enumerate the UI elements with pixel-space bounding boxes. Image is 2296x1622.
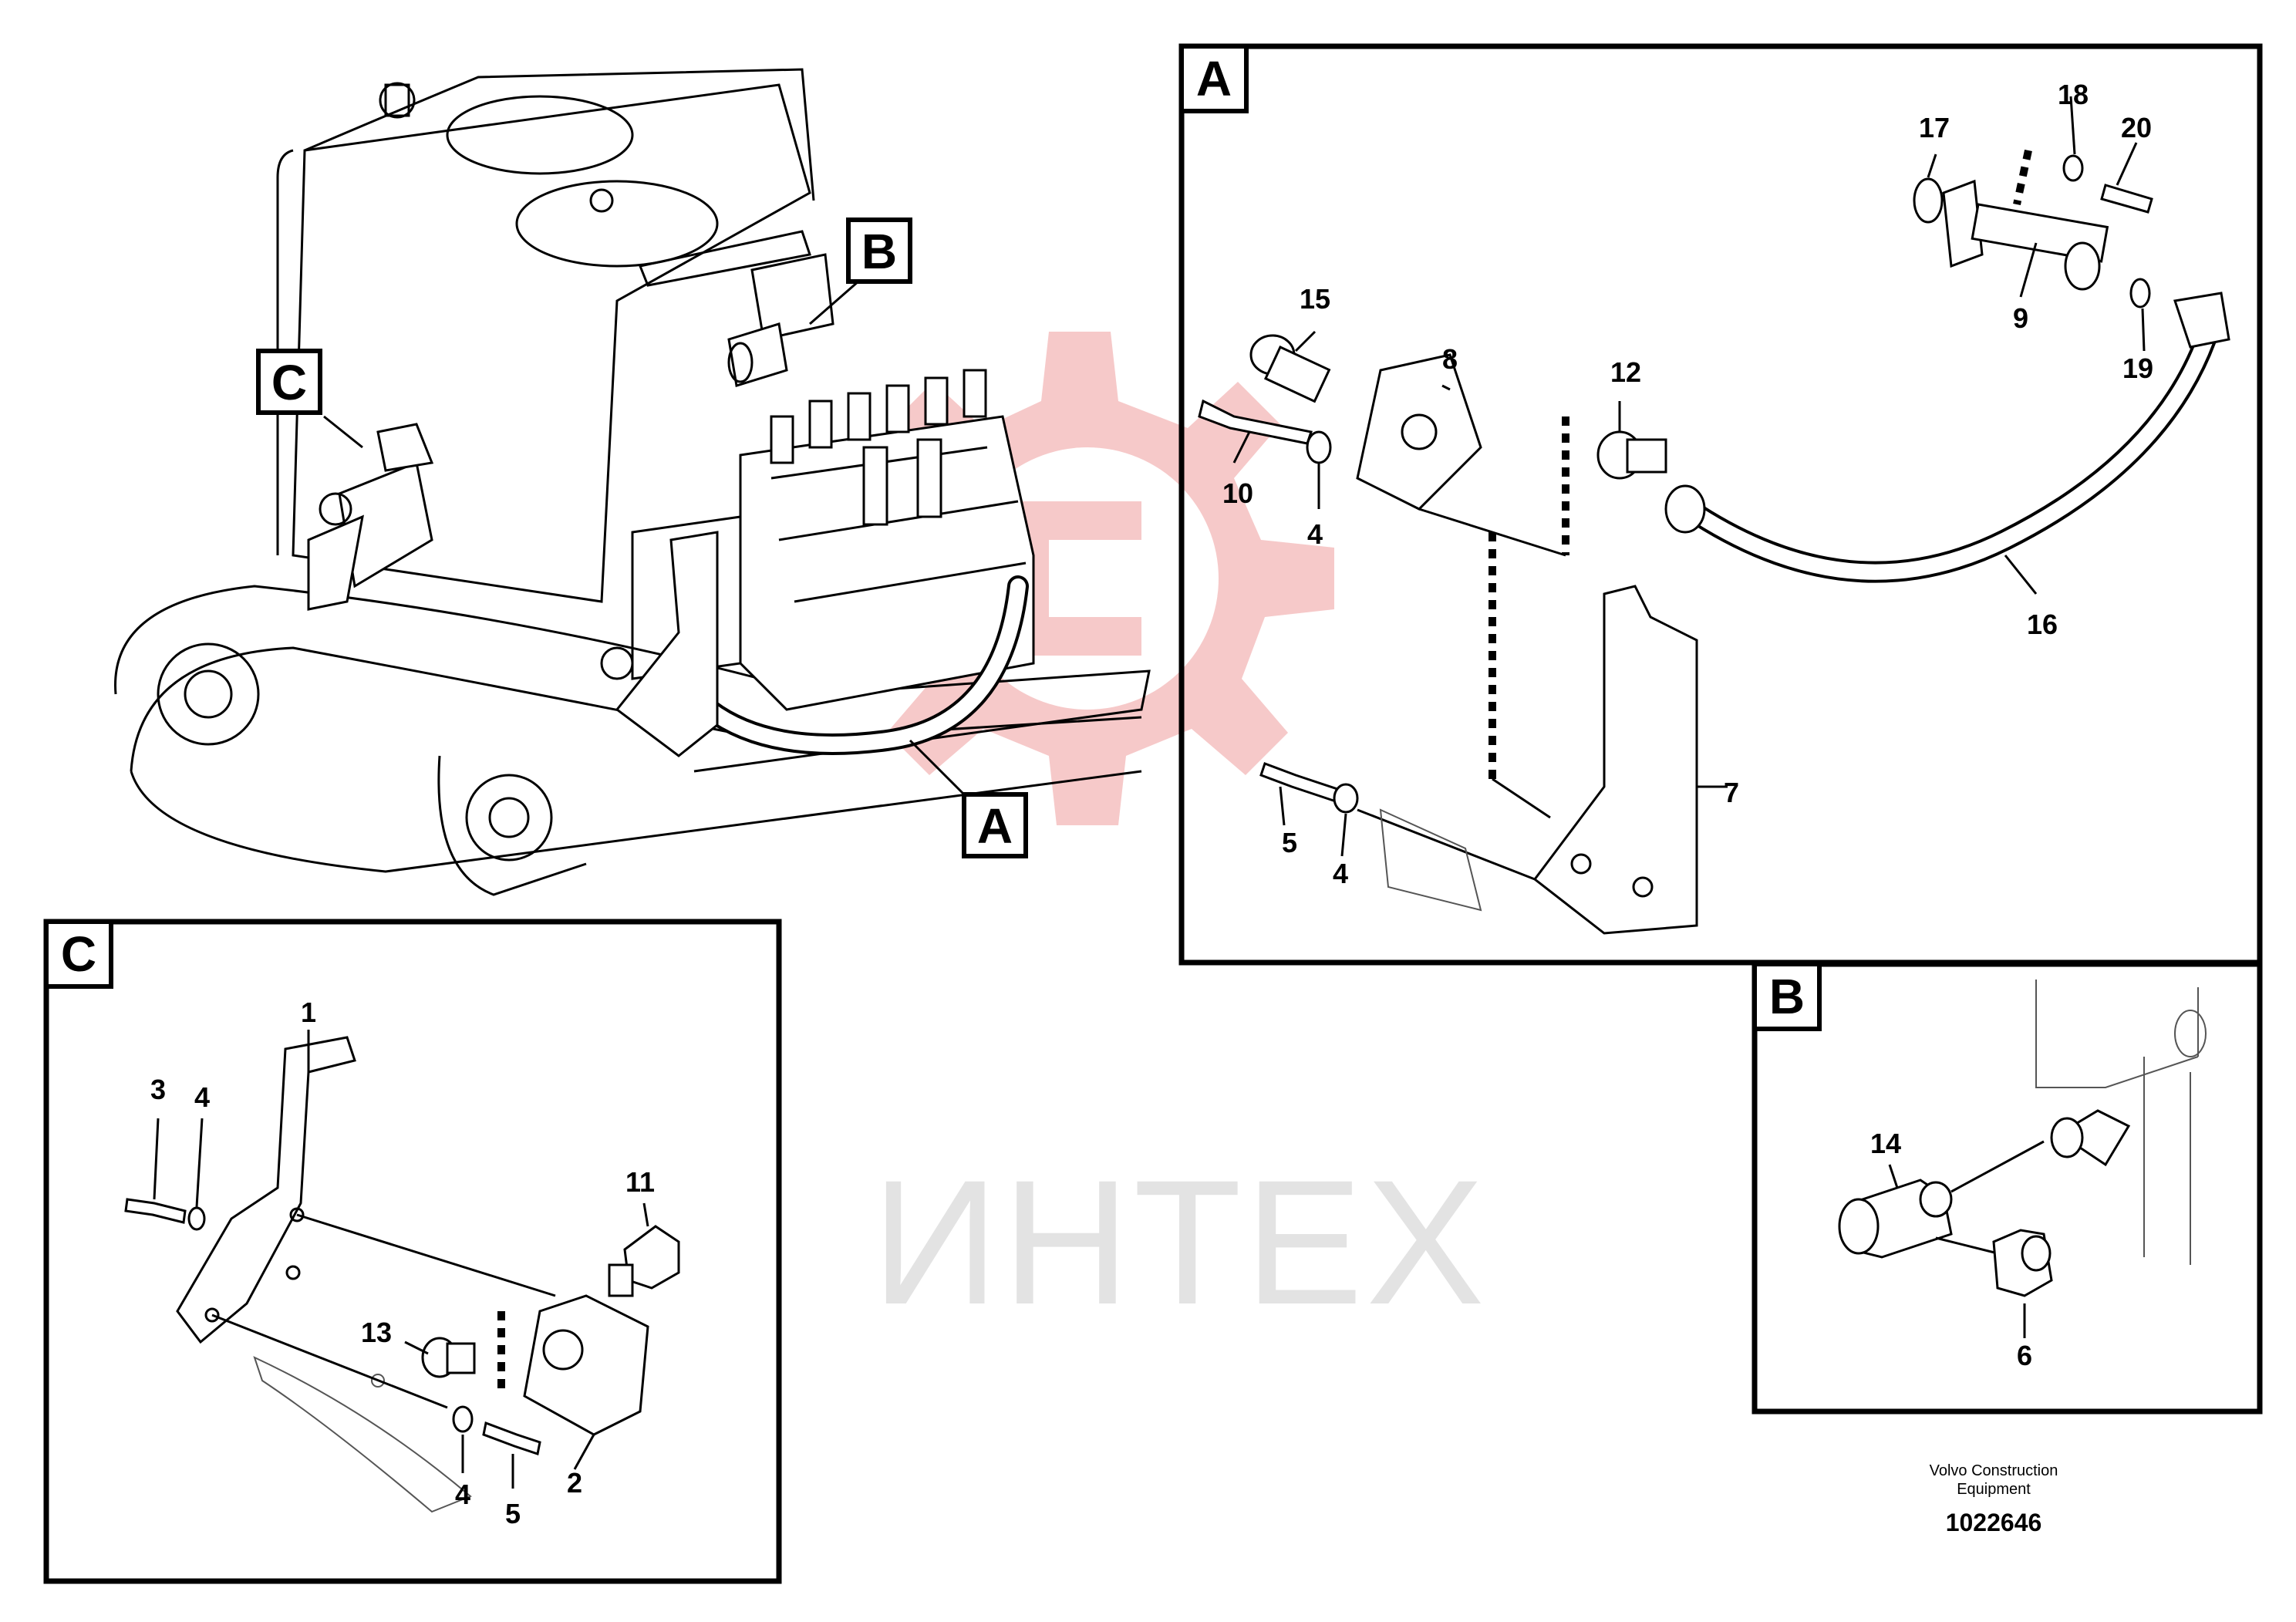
callout-2: 2 (567, 1467, 582, 1499)
callout-17: 17 (1919, 112, 1950, 143)
valve-spools (770, 369, 987, 526)
detail-a-callouts: 17 18 20 9 19 15 8 12 10 4 16 7 5 4 (1222, 79, 2153, 889)
callout-7: 7 (1724, 777, 1739, 808)
watermark-text: ИНТЕХ (872, 1143, 1488, 1341)
callout-6: 6 (2017, 1340, 2032, 1371)
detail-c-tag: C (61, 926, 96, 982)
callout-12: 12 (1610, 356, 1641, 388)
callout-20: 20 (2121, 112, 2152, 143)
overview-tag-a-label: A (977, 798, 1013, 854)
detail-a-panel: A (1178, 43, 2263, 966)
company-name-line2: Equipment (1957, 1481, 2031, 1498)
callout-18: 18 (2058, 79, 2089, 110)
detail-a-tag: A (1196, 51, 1232, 106)
detail-b-tag: B (1769, 969, 1805, 1024)
callout-1: 1 (301, 996, 316, 1028)
callout-3: 3 (150, 1074, 166, 1105)
callout-4-lower: 4 (1333, 858, 1348, 889)
callout-11: 11 (625, 1166, 655, 1198)
callout-4-c-lower: 4 (455, 1479, 470, 1510)
overview-tag-c-label: C (271, 355, 307, 410)
overview-tag-b: B (846, 218, 912, 284)
detail-c-panel: C (43, 919, 782, 1584)
drawing-footer: Volvo Construction Equipment 1022646 (1930, 1462, 2058, 1536)
callout-10: 10 (1222, 477, 1253, 509)
detail-b-callouts: 14 6 (1870, 1128, 2032, 1371)
detail-c-callouts: 1 3 4 11 13 4 5 2 (150, 996, 655, 1529)
callout-5-c: 5 (505, 1498, 521, 1529)
callout-8: 8 (1442, 343, 1458, 375)
drawing-number: 1022646 (1946, 1509, 2042, 1536)
overview-tag-b-label: B (861, 224, 897, 279)
company-name-line1: Volvo Construction (1930, 1462, 2058, 1479)
callout-4-upper: 4 (1307, 518, 1323, 550)
callout-15: 15 (1300, 283, 1330, 315)
callout-5-a: 5 (1282, 827, 1297, 858)
callout-9: 9 (2013, 302, 2028, 334)
callout-16: 16 (2027, 609, 2058, 640)
callout-13: 13 (361, 1317, 392, 1348)
callout-4-c-upper: 4 (194, 1081, 210, 1113)
overview-tag-a: A (962, 792, 1028, 858)
overview-machine (114, 68, 1151, 896)
callout-19: 19 (2122, 352, 2153, 384)
detail-b-panel: B (1752, 961, 2263, 1415)
callout-14: 14 (1870, 1128, 1901, 1159)
overview-tag-c: C (256, 349, 322, 415)
